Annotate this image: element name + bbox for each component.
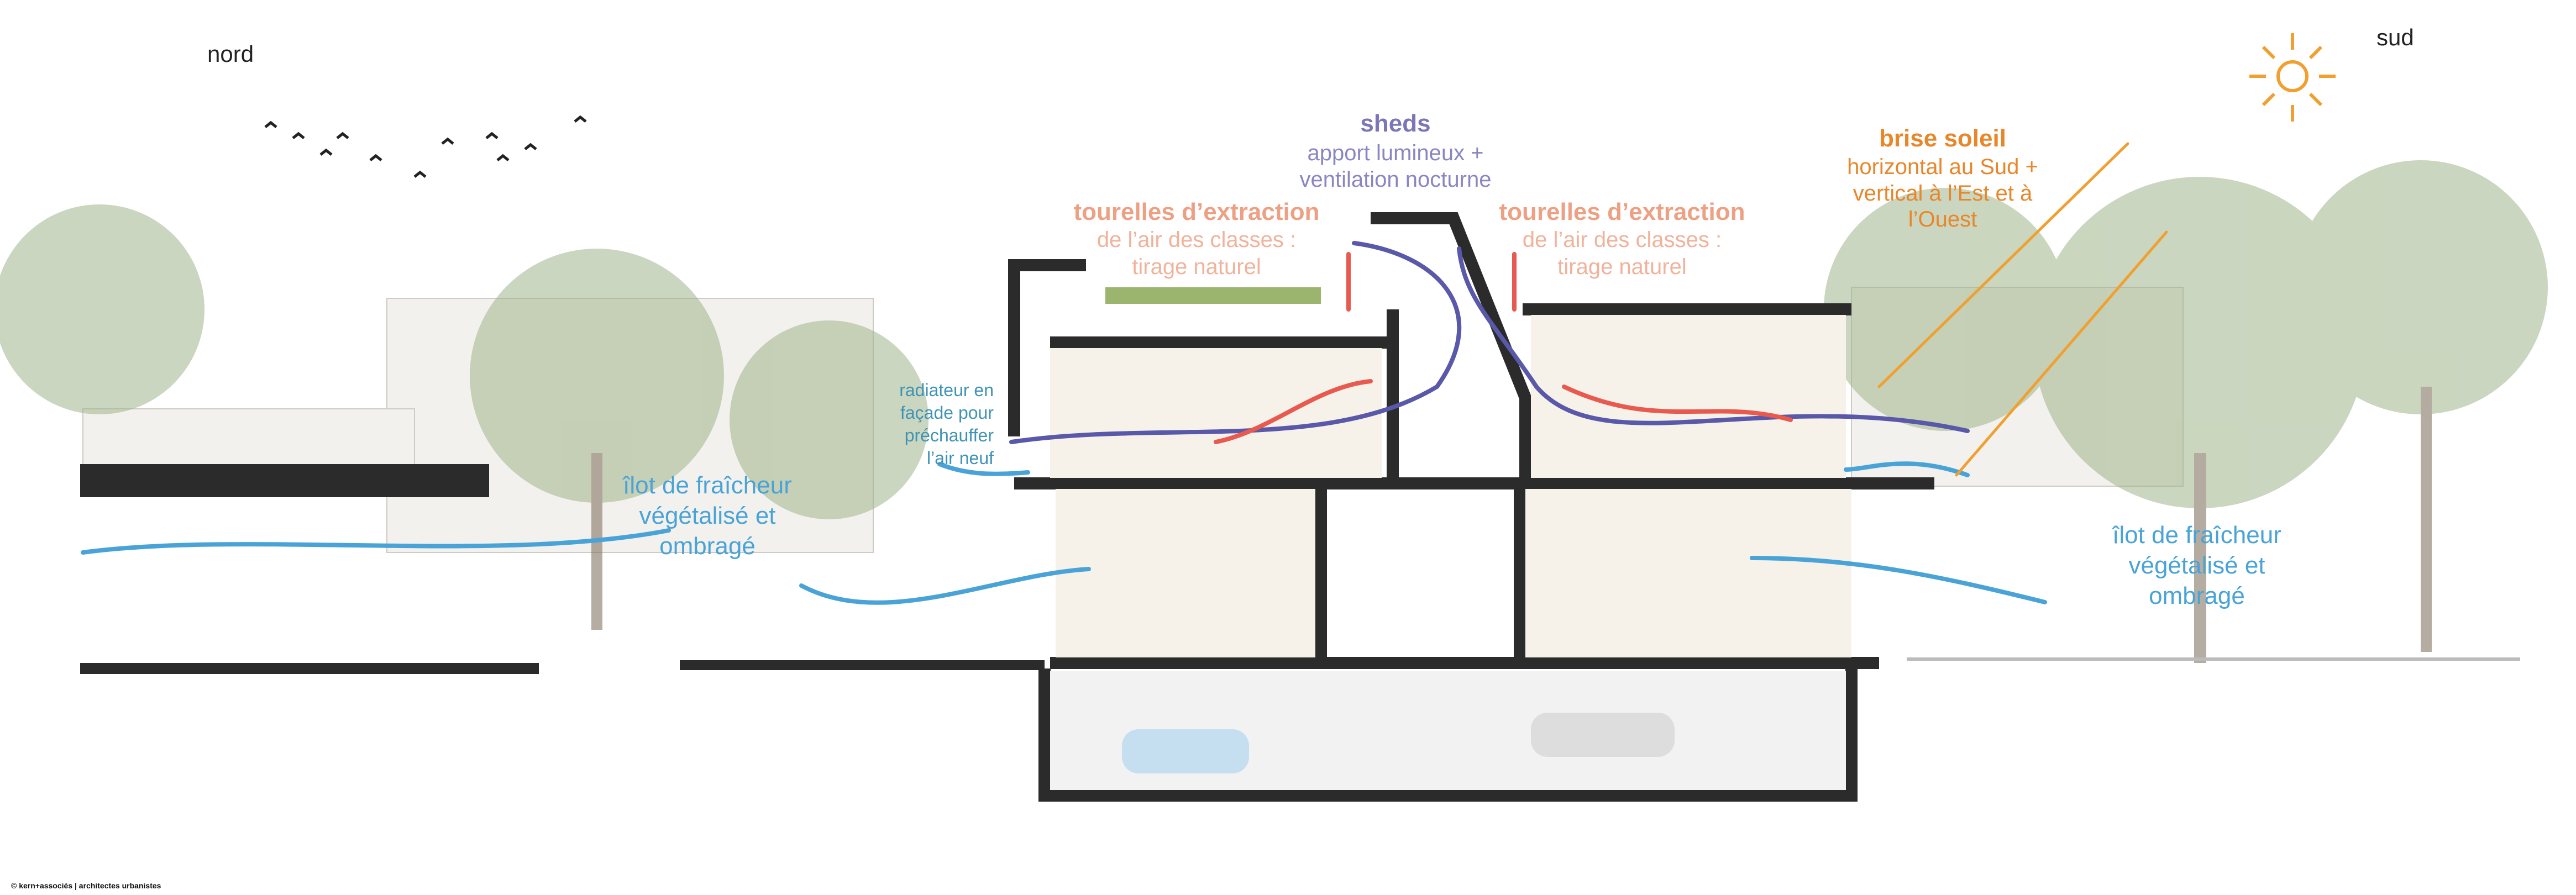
birds [264, 115, 587, 178]
brise-soleil-line: vertical à l’Est et à [1853, 181, 2033, 206]
ilot-left-line: ombragé [659, 533, 756, 560]
radiateur-line: l’air neuf [927, 448, 994, 468]
ilot-right-line: îlot de fraîcheur [2112, 522, 2281, 549]
sun-icon [2249, 33, 2336, 122]
ilot-right-line: ombragé [2149, 582, 2245, 609]
trees [0, 160, 2548, 663]
north-label: nord [207, 41, 254, 67]
tourelles-left-line: tirage naturel [1132, 255, 1261, 279]
credit: © kern+associés | architectes urbanistes [11, 881, 161, 890]
sheds-line: apport lumineux + [1307, 141, 1483, 165]
radiateur-line: radiateur en [899, 380, 994, 400]
interiors [1050, 315, 1851, 790]
airflow-arrows [81, 142, 2168, 605]
brise-soleil-line: horizontal au Sud + [1847, 155, 2038, 179]
shed-air-path [1009, 241, 1462, 444]
ilot-right-line: végétalisé et [2128, 552, 2265, 579]
building-section [1008, 212, 1934, 802]
brise-soleil-title: brise soleil [1879, 125, 2006, 152]
sun-ray [1877, 142, 2129, 388]
radiateur-line: façade pour [900, 403, 994, 423]
tourelles-right-line: tirage naturel [1557, 255, 1686, 279]
cars [1122, 713, 1675, 773]
tourelles-right-title: tourelles d’extraction [1499, 198, 1745, 225]
fresh-air-arrow [81, 528, 671, 555]
ilot-left-line: îlot de fraîcheur [622, 472, 792, 499]
green-roof [1105, 287, 1321, 304]
radiateur-line: préchauffer [905, 425, 994, 445]
sheds-title: sheds [1360, 110, 1430, 137]
sheds-line: ventilation nocturne [1300, 167, 1492, 192]
tourelles-right-line: de l’air des classes : [1523, 228, 1722, 252]
ground [80, 464, 2520, 674]
ilot-left-line: végétalisé et [639, 502, 775, 529]
tourelles-left-title: tourelles d’extraction [1073, 198, 1319, 225]
brise-soleil-line: l’Ouest [1908, 207, 1977, 231]
south-label: sud [2376, 24, 2414, 50]
tourelles-left-line: de l’air des classes : [1097, 228, 1296, 252]
